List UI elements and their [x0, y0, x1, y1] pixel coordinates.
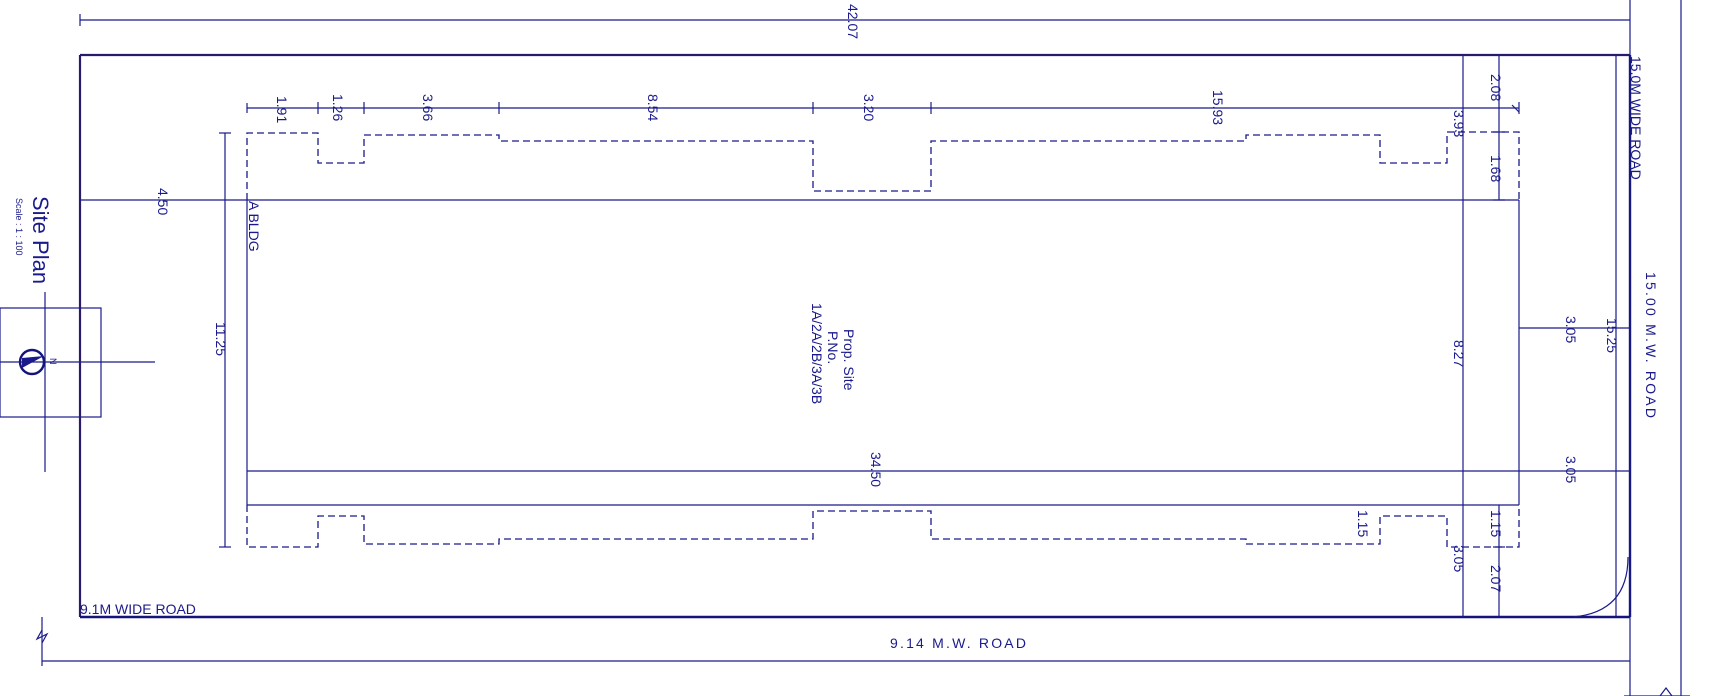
drawing-scale: Scale : 1 : 100 [14, 198, 24, 256]
road-label-bottom-outer: 9.14 M.W. ROAD [890, 635, 1028, 651]
road-label-right-inner: 15.0M WIDE ROAD [1628, 56, 1644, 180]
building-label: A BLDG [246, 201, 262, 252]
dimension-labels: 42.07 4.50 11.25 1.91 1.26 3.66 8.54 3.2… [155, 4, 1620, 592]
site-label-line-1: Prop. Site [841, 329, 857, 391]
compass-icon [18, 348, 46, 376]
dim-bottom-offset-d: 2.07 [1488, 565, 1504, 592]
dim-total-length: 42.07 [845, 4, 861, 39]
dim-segment-2: 1.26 [330, 94, 346, 121]
dim-bottom-offset-c: 3.05 [1451, 545, 1467, 572]
dim-building-length: 34.50 [868, 452, 884, 487]
dim-plot-depth: 15.25 [1604, 318, 1620, 353]
dim-rear-setback-lower: 3.05 [1563, 456, 1579, 483]
drawing-title: Site Plan [28, 196, 53, 284]
dim-segment-4: 8.54 [645, 94, 661, 121]
dim-segment-3: 3.66 [420, 94, 436, 121]
road-label-right-outer: 15.00 M.W. ROAD [1643, 272, 1659, 420]
building-bottom-edge [246, 505, 1520, 548]
dim-segment-5: 3.20 [861, 94, 877, 121]
building-outline [246, 131, 1520, 548]
dim-front-setback: 4.50 [155, 188, 171, 215]
dimension-lines [79, 14, 1630, 617]
dim-segment-1: 1.91 [274, 96, 290, 123]
plot-corner-curve [1572, 556, 1629, 618]
road-label-bottom-inner: 9.1M WIDE ROAD [80, 601, 196, 617]
dim-top-offset-b: 3.93 [1451, 110, 1467, 137]
dim-bottom-offset-a: 1.15 [1355, 510, 1371, 537]
site-label-line-3: 1A/2A/2B/3A/3B [809, 303, 825, 404]
site-label-line-2: P.No. [825, 331, 841, 364]
dim-rear-setback-upper: 3.05 [1563, 316, 1579, 343]
north-arrow-icon [22, 356, 44, 368]
north-letter: N [48, 358, 58, 365]
north-arrow: N [0, 292, 155, 472]
dim-top-offset-a: 2.08 [1488, 74, 1504, 101]
road-lines [35, 0, 1690, 696]
site-labels: Prop. Site P.No. 1A/2A/2B/3A/3B A BLDG [246, 201, 857, 404]
dim-building-depth: 11.25 [213, 322, 229, 356]
road-labels: 9.1M WIDE ROAD 9.14 M.W. ROAD 15.0M WIDE… [80, 56, 1659, 651]
dim-bottom-offset-b: 1.15 [1488, 510, 1504, 537]
dim-top-offset-c: 1.68 [1488, 155, 1504, 182]
dim-inner-depth: 8.27 [1451, 340, 1467, 367]
building-top-edge [246, 131, 1520, 200]
dim-segment-6: 15.93 [1210, 90, 1226, 125]
title-block: Site Plan Scale : 1 : 100 [14, 196, 53, 284]
